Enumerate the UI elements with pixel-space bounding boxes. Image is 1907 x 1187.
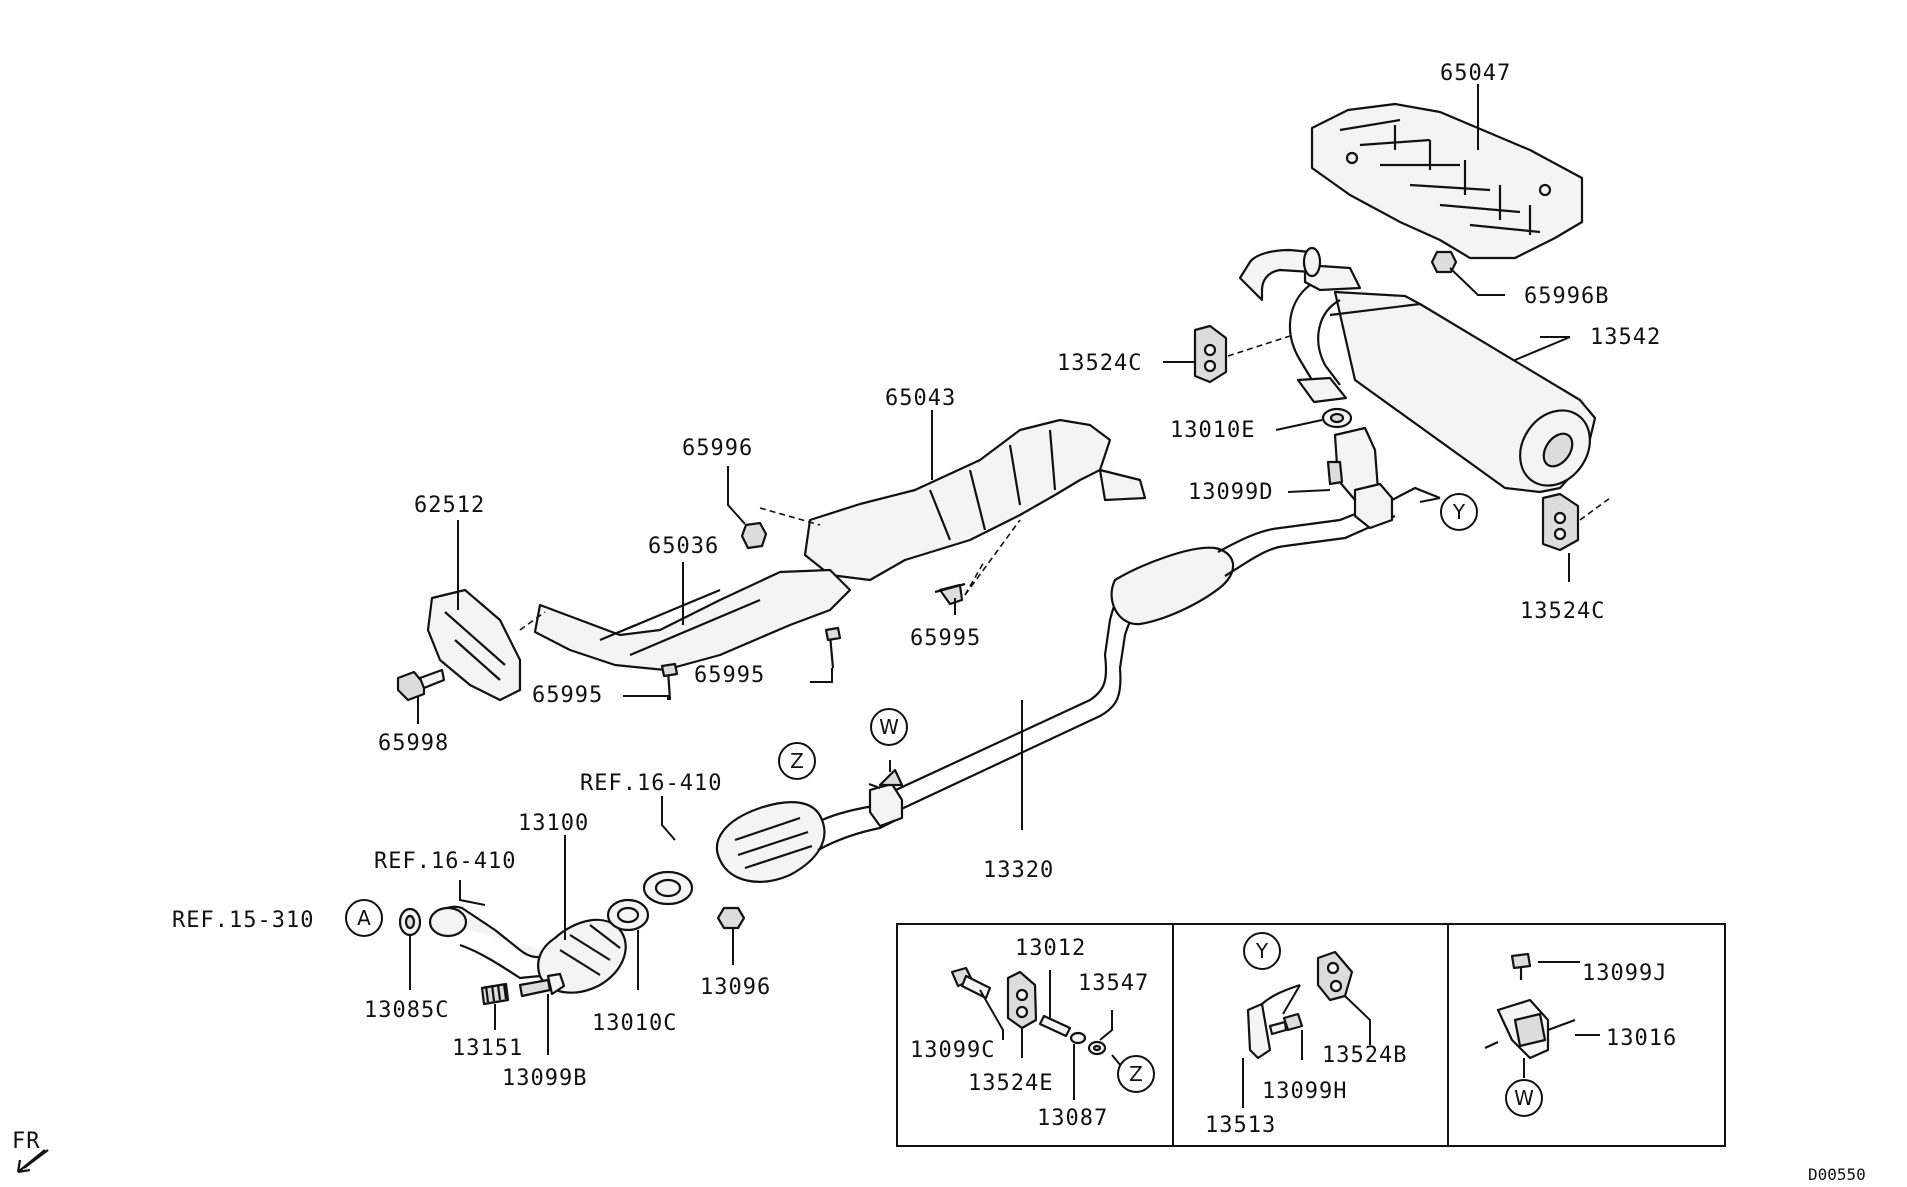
label-13099J: 13099J xyxy=(1582,961,1667,986)
label-13513: 13513 xyxy=(1205,1113,1276,1138)
svg-text:Z: Z xyxy=(790,749,804,773)
part-number-labels: 65047 65996B 13542 13524C 13010E 13099D … xyxy=(172,61,1677,1138)
bracket-13513[interactable] xyxy=(1246,983,1301,1060)
label-65043: 65043 xyxy=(885,386,956,411)
label-13010E: 13010E xyxy=(1170,418,1255,443)
label-13524E: 13524E xyxy=(968,1071,1053,1096)
front-catalytic-converter[interactable] xyxy=(715,768,904,883)
svg-text:A: A xyxy=(357,906,371,930)
heat-shield-62512[interactable] xyxy=(426,588,546,702)
clip-65996[interactable] xyxy=(740,521,768,550)
svg-text:Z: Z xyxy=(1129,1062,1143,1086)
label-13320: 13320 xyxy=(983,858,1054,883)
rubber-hanger-13524B[interactable] xyxy=(1316,950,1354,1002)
label-13542: 13542 xyxy=(1590,325,1661,350)
label-13099B: 13099B xyxy=(502,1066,587,1091)
heat-shield-65043[interactable] xyxy=(803,418,1147,582)
svg-text:FR: FR xyxy=(12,1129,41,1154)
gasket-13085C[interactable] xyxy=(398,907,422,937)
label-13085C: 13085C xyxy=(364,998,449,1023)
label-65036: 65036 xyxy=(648,534,719,559)
label-65998: 65998 xyxy=(378,731,449,756)
gasket-front xyxy=(642,870,694,906)
callout-Z-inset: Z xyxy=(1117,1055,1155,1093)
front-direction-indicator: FR xyxy=(12,1129,49,1174)
label-ref-16-410-b: REF.16-410 xyxy=(374,849,516,874)
label-13012: 13012 xyxy=(1015,936,1086,961)
label-65995-right: 65995 xyxy=(910,626,981,651)
gasket-13010C[interactable] xyxy=(606,898,650,932)
bolt-65998[interactable] xyxy=(396,668,446,702)
clip-65995-left[interactable] xyxy=(660,662,679,701)
label-13099H: 13099H xyxy=(1262,1079,1347,1104)
bolt-13099C[interactable] xyxy=(950,966,992,1000)
svg-text:W: W xyxy=(1514,1086,1534,1110)
label-13547: 13547 xyxy=(1078,971,1149,996)
svg-text:Y: Y xyxy=(1452,500,1466,524)
main-muffler-13542[interactable] xyxy=(1288,263,1604,499)
svg-text:W: W xyxy=(879,715,899,739)
rubber-hanger-13524C-top[interactable] xyxy=(1193,324,1228,384)
label-ref-16-410-a: REF.16-410 xyxy=(580,771,722,796)
clip-65995-mid[interactable] xyxy=(824,626,842,669)
heat-shield-65036[interactable] xyxy=(533,568,852,672)
bracket-13016[interactable] xyxy=(1484,998,1576,1060)
pin-13012[interactable] xyxy=(1038,1014,1072,1038)
label-65995-mid: 65995 xyxy=(694,663,765,688)
callout-W-inset: W xyxy=(1505,1079,1543,1117)
callout-Y-inset: Y xyxy=(1243,932,1281,970)
label-65047: 65047 xyxy=(1440,61,1511,86)
nut-65996B[interactable] xyxy=(1430,250,1458,274)
washer-13547[interactable] xyxy=(1087,1040,1107,1056)
rubber-hanger-13524C-right[interactable] xyxy=(1541,492,1580,552)
label-13099D: 13099D xyxy=(1188,480,1273,505)
callout-W-main: W xyxy=(870,708,908,746)
label-13524C-right: 13524C xyxy=(1520,599,1605,624)
manifold-converter-13100[interactable] xyxy=(428,905,627,994)
label-65995-left: 65995 xyxy=(532,683,603,708)
spring-13151[interactable] xyxy=(480,982,510,1006)
bolt-13099B[interactable] xyxy=(518,972,566,998)
detail-inset-box xyxy=(896,923,1726,1147)
clip-65995-right[interactable] xyxy=(934,582,966,606)
nut-13096[interactable] xyxy=(716,906,746,930)
label-65996B: 65996B xyxy=(1524,284,1609,309)
label-13087: 13087 xyxy=(1037,1106,1108,1131)
rubber-hanger-13524E[interactable] xyxy=(1006,970,1038,1030)
label-65996: 65996 xyxy=(682,436,753,461)
callout-Y-main: Y xyxy=(1440,493,1478,531)
callout-Z-main: Z xyxy=(778,742,816,780)
label-13096: 13096 xyxy=(700,975,771,1000)
label-62512: 62512 xyxy=(414,493,485,518)
diagram-code: D00550 xyxy=(1808,1165,1866,1184)
label-13151: 13151 xyxy=(452,1036,523,1061)
label-13100: 13100 xyxy=(518,811,589,836)
leader-lines xyxy=(346,84,1600,1108)
label-13016: 13016 xyxy=(1606,1026,1677,1051)
callout-A: A xyxy=(345,899,383,937)
center-exhaust-pipe-13320[interactable] xyxy=(884,482,1441,813)
heat-shield-65047[interactable] xyxy=(1310,102,1584,260)
label-ref-15-310: REF.15-310 xyxy=(172,908,314,933)
gasket-13010E[interactable] xyxy=(1321,407,1353,429)
bolt-13099J[interactable] xyxy=(1510,952,1532,980)
label-13099C: 13099C xyxy=(910,1038,995,1063)
washer-13087[interactable] xyxy=(1069,1031,1087,1045)
label-13010C: 13010C xyxy=(592,1011,677,1036)
bolt-13099H[interactable] xyxy=(1268,1012,1304,1036)
svg-text:Y: Y xyxy=(1255,939,1269,963)
tail-pipe xyxy=(1238,246,1322,302)
label-13524B: 13524B xyxy=(1322,1043,1407,1068)
label-13524C-top: 13524C xyxy=(1057,351,1142,376)
